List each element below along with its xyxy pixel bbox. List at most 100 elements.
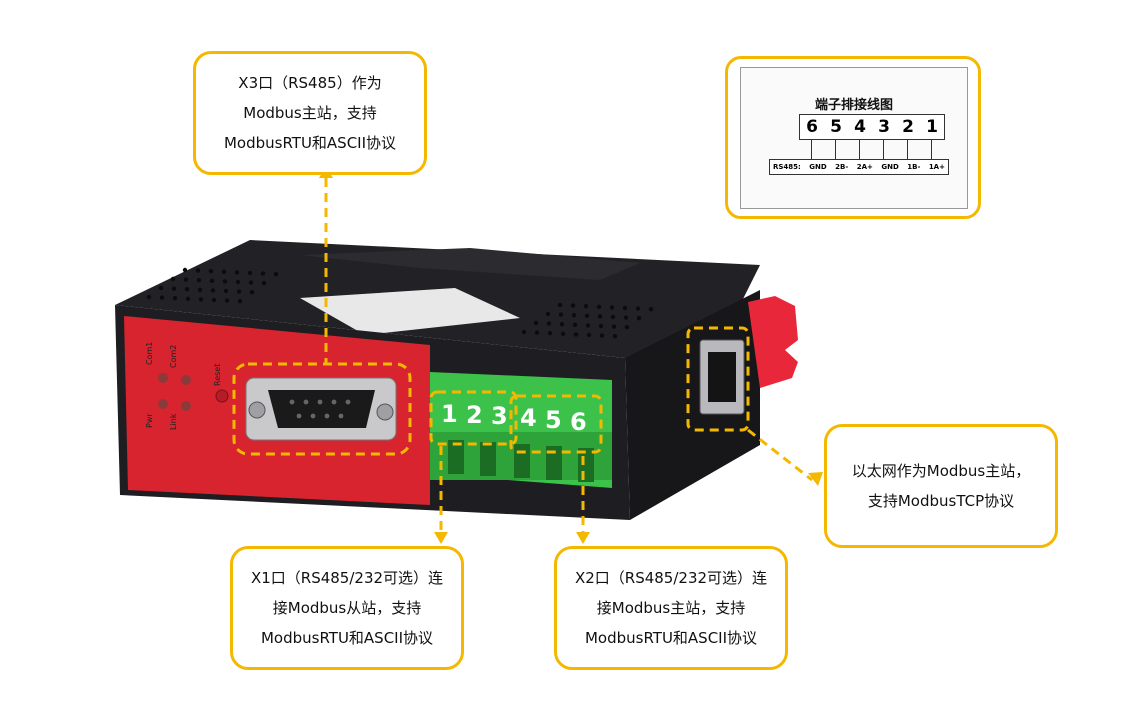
vent-hole: [558, 312, 564, 317]
vent-hole: [235, 279, 241, 285]
vent-hole: [598, 323, 604, 329]
vent-hole: [609, 305, 615, 310]
vent-hole: [597, 314, 603, 319]
vent-hole: [249, 290, 255, 295]
leader-eth: [747, 428, 813, 482]
terminal-number-1: 1: [441, 400, 458, 428]
vent-hole: [195, 268, 201, 273]
db9-pins: [289, 399, 351, 419]
pin-label: GND: [809, 163, 827, 171]
device-top-ridge: [300, 248, 640, 280]
vent-hole: [159, 295, 165, 300]
vent-hole: [184, 287, 190, 292]
diagram-tick: [931, 139, 932, 159]
vent-hole: [222, 279, 228, 284]
highlight-x3-port: [232, 362, 412, 456]
vent-hole: [560, 331, 566, 336]
highlight-x2-terminals: [509, 394, 603, 454]
vent-hole: [185, 296, 191, 301]
vent-hole: [622, 305, 628, 311]
leader-arrows: [319, 166, 823, 544]
callout-eth-line-1: 以太网作为Modbus主站，: [851, 462, 1031, 480]
vent-hole: [624, 325, 630, 330]
terminal-number-2: 2: [466, 401, 483, 429]
callout-x1-line-1: X1口（RS485/232可选）连: [250, 569, 444, 587]
vent-hole: [171, 286, 177, 291]
diagram-tick: [859, 139, 860, 159]
led-label-com2: Com2: [169, 345, 178, 368]
vent-hole: [648, 307, 654, 312]
vent-hole: [557, 302, 563, 308]
vent-hole: [623, 315, 629, 320]
terminal-number-4: 4: [520, 404, 537, 432]
terminal-number-row: 6 5 4 3 2 1: [799, 114, 945, 140]
callout-eth-line-2: 支持ModbusTCP协议: [867, 492, 1015, 510]
vent-hole: [158, 285, 164, 291]
vent-hole: [586, 332, 592, 338]
led-label-pwr: Pwr: [145, 413, 154, 428]
pin-label: GND: [881, 163, 899, 171]
ethernet-port-socket: [708, 352, 736, 402]
diagram-number: 2: [902, 117, 914, 137]
vent-hole: [573, 332, 579, 337]
diagram-number: 4: [854, 117, 866, 137]
reset-button: [215, 389, 229, 403]
diagram-tick: [907, 139, 908, 159]
callout-x3-line-2: Modbus主站，支持: [243, 104, 377, 122]
top-sticker: [300, 288, 520, 335]
vent-hole: [545, 311, 551, 317]
diagram-tick: [811, 139, 812, 159]
led-label-link: Link: [169, 413, 178, 430]
vent-hole: [224, 298, 230, 303]
vent-hole: [584, 313, 590, 318]
highlight-ethernet-port: [686, 326, 750, 432]
vent-hole: [198, 297, 204, 302]
vent-hole: [521, 329, 527, 335]
vent-hole: [572, 322, 578, 327]
callout-x3-port: X3口（RS485）作为 Modbus主站，支持 ModbusRTU和ASCII…: [193, 51, 427, 175]
callout-x1-line-2: 接Modbus从站，支持: [272, 599, 422, 617]
vent-hole: [261, 281, 267, 286]
vent-hole: [197, 287, 203, 292]
pin-label: 1A+: [928, 163, 945, 171]
vent-hole: [208, 269, 214, 274]
pin-label: 2B-: [835, 163, 849, 171]
vent-hole: [559, 322, 565, 327]
callout-x2-port: X2口（RS485/232可选）连 接Modbus主站，支持 ModbusRTU…: [554, 546, 788, 670]
diagram-number: 3: [878, 117, 890, 137]
callout-ethernet-port: 以太网作为Modbus主站， 支持ModbusTCP协议: [824, 424, 1058, 548]
callout-x3-line-1: X3口（RS485）作为: [238, 74, 382, 92]
diagram-number: 6: [806, 117, 818, 137]
vent-hole: [585, 323, 591, 328]
reset-label: Reset: [213, 364, 222, 386]
vent-hole: [260, 271, 266, 276]
pin-label: 1B-: [907, 163, 921, 171]
vent-hole: [196, 278, 202, 283]
vent-hole: [611, 324, 617, 329]
callout-x2-line-3: ModbusRTU和ASCII协议: [584, 629, 758, 647]
vent-hole: [636, 316, 642, 321]
callout-x2-line-1: X2口（RS485/232可选）连: [574, 569, 768, 587]
vent-hole: [635, 306, 641, 311]
vent-hole: [247, 270, 253, 276]
vent-hole: [273, 272, 279, 277]
vent-hole: [172, 296, 178, 301]
callout-x3-line-3: ModbusRTU和ASCII协议: [223, 134, 397, 152]
vent-hole: [534, 330, 540, 335]
vent-hole: [610, 314, 616, 320]
vent-hole: [546, 321, 552, 326]
vent-hole: [599, 333, 605, 338]
vent-hole: [596, 304, 602, 309]
callout-x2-line-2: 接Modbus主站，支持: [596, 599, 746, 617]
pin-prefix-label: RS485:: [773, 163, 801, 171]
led-label-com1: Com1: [145, 342, 154, 365]
vent-hole: [547, 331, 553, 336]
vent-hole: [182, 267, 188, 273]
vent-hole: [211, 297, 217, 303]
terminal-wiring-diagram: 端子排接线图 6 5 4 3 2 1 RS485: GND 2B- 2A+ GN…: [740, 67, 968, 209]
vent-hole: [612, 334, 618, 339]
vent-hole: [183, 277, 189, 282]
vent-hole: [533, 320, 539, 326]
